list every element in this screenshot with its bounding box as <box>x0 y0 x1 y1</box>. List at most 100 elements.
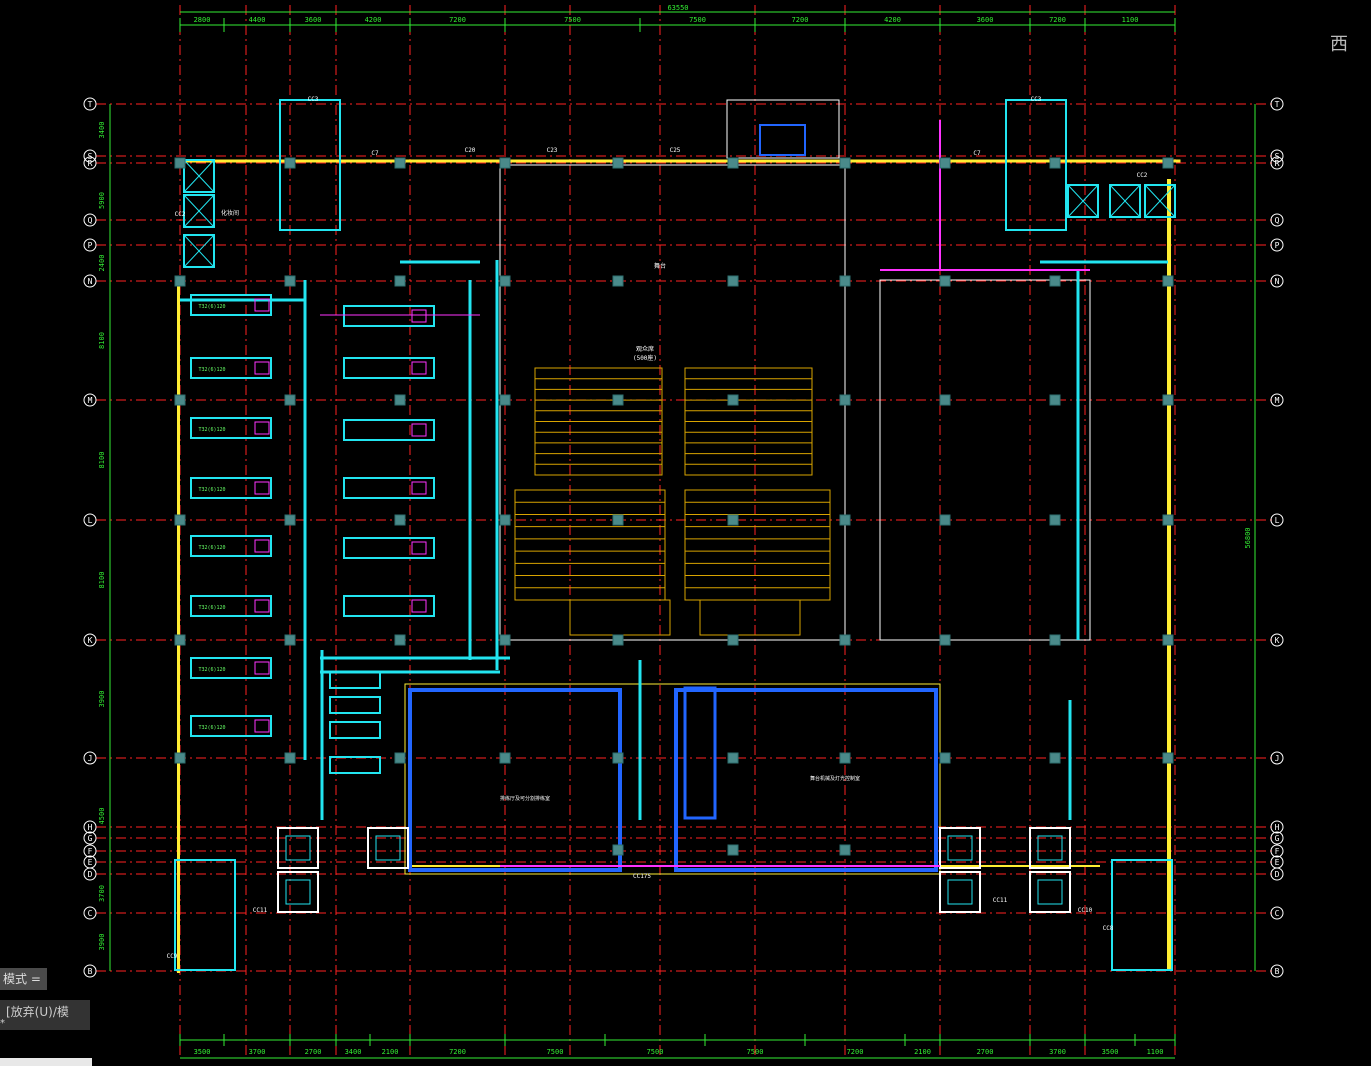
column <box>939 157 951 169</box>
elevator-shaft <box>277 871 319 913</box>
column <box>1049 752 1061 764</box>
column <box>174 514 186 526</box>
fan-coil-unit <box>190 357 272 379</box>
wall-north <box>179 159 1181 163</box>
axis-label-right: F <box>1275 847 1280 856</box>
column <box>1162 514 1174 526</box>
fan-coil-outlet <box>254 539 270 553</box>
room-lower-left <box>408 688 622 872</box>
view-cube-west-label[interactable]: 西 <box>1330 34 1348 55</box>
elevator-shaft <box>277 827 319 869</box>
command-line-input[interactable]: [放弃(U)/模 <box>0 1000 90 1030</box>
dim-value-bottom: 3500 <box>1102 1048 1119 1056</box>
column <box>499 275 511 287</box>
room-lower-left-label: 排练厅及可分割排练室 <box>500 795 550 802</box>
dim-value-left: 5900 <box>98 192 106 209</box>
axis-label-right: P <box>1275 241 1280 250</box>
axis-bubble-right <box>1270 238 1284 252</box>
axis-label-left: E <box>88 858 93 867</box>
dim-value-bottom: 3500 <box>194 1048 211 1056</box>
dim-total-right: 56800 <box>1244 527 1252 548</box>
axis-label-left: N <box>88 277 93 286</box>
axis-bubble-right <box>1270 274 1284 288</box>
axis-label-left: C <box>88 909 93 918</box>
axis-bubble-left <box>83 867 97 881</box>
column <box>174 634 186 646</box>
elevator-x <box>1144 184 1176 218</box>
column <box>727 634 739 646</box>
axis-bubble-left <box>83 513 97 527</box>
fan-coil-unit <box>190 595 272 617</box>
axis-label-right: B <box>1275 967 1280 976</box>
fan-coil-unit <box>190 294 272 316</box>
dim-value-top: 4200 <box>365 16 382 24</box>
dim-value-left: 3400 <box>98 122 106 139</box>
axis-bubble-left <box>83 964 97 978</box>
axis-label-left: P <box>88 241 93 250</box>
fan-coil-unit <box>343 305 435 327</box>
axis-bubble-left <box>83 393 97 407</box>
dim-value-left: 2400 <box>98 255 106 272</box>
column <box>1049 275 1061 287</box>
dim-value-top: 7200 <box>1049 16 1066 24</box>
room-lower-right-label: 舞台机械及灯光控制室 <box>810 775 860 782</box>
column-mark: C25 <box>670 147 681 154</box>
elevator-car <box>1109 184 1141 218</box>
stair-tower-se <box>1111 859 1173 971</box>
column <box>839 275 851 287</box>
axis-label-left: R <box>88 159 93 168</box>
column-mark: CC2 <box>1137 172 1148 179</box>
column <box>394 275 406 287</box>
column <box>727 514 739 526</box>
elevator-shaft <box>939 871 981 913</box>
stair-top-inner <box>759 124 806 156</box>
fan-coil-label: T32(6)120 <box>198 545 225 551</box>
axis-label-right: S <box>1275 152 1280 161</box>
fan-coil-unit-small <box>329 721 381 739</box>
column <box>727 157 739 169</box>
column <box>499 394 511 406</box>
fan-coil-unit-small <box>329 671 381 689</box>
column <box>394 752 406 764</box>
axis-label-right: E <box>1275 858 1280 867</box>
column-mark: CC3 <box>308 96 319 103</box>
column <box>839 157 851 169</box>
column <box>727 752 739 764</box>
elevator-car <box>1144 184 1176 218</box>
fan-coil-unit-small <box>329 696 381 714</box>
elevator-x <box>1067 184 1099 218</box>
axis-label-left: F <box>88 847 93 856</box>
fan-coil-outlet <box>411 361 427 375</box>
axis-bubble-left <box>83 238 97 252</box>
stair-tower-nw <box>279 99 341 231</box>
elevator-car <box>285 879 311 905</box>
axis-bubble-right <box>1270 149 1284 163</box>
column <box>284 157 296 169</box>
column <box>839 752 851 764</box>
column <box>939 752 951 764</box>
dim-value-top: 3600 <box>977 16 994 24</box>
axis-bubble-left <box>83 156 97 170</box>
axis-label-right: G <box>1275 834 1280 843</box>
fan-coil-unit <box>343 419 435 441</box>
column <box>284 275 296 287</box>
dim-value-top: 7200 <box>792 16 809 24</box>
elevator-car <box>375 835 401 861</box>
column <box>612 752 624 764</box>
fan-coil-outlet <box>411 541 427 555</box>
fan-coil-outlet <box>254 421 270 435</box>
column <box>1162 275 1174 287</box>
dim-value-bottom: 2700 <box>977 1048 994 1056</box>
fan-coil-label: T32(6)120 <box>198 487 225 493</box>
axis-label-left: L <box>88 516 93 525</box>
elevator-x <box>183 159 215 193</box>
column-mark: CC10 <box>1078 907 1093 914</box>
column <box>174 157 186 169</box>
column <box>612 394 624 406</box>
column <box>612 514 624 526</box>
axis-label-left: S <box>88 152 93 161</box>
elevator-shaft <box>1029 827 1071 869</box>
drawing-annotations: T32(6)120T32(6)120T32(6)120T32(6)120T32(… <box>167 96 1148 960</box>
column-mark: CC11 <box>253 907 268 914</box>
